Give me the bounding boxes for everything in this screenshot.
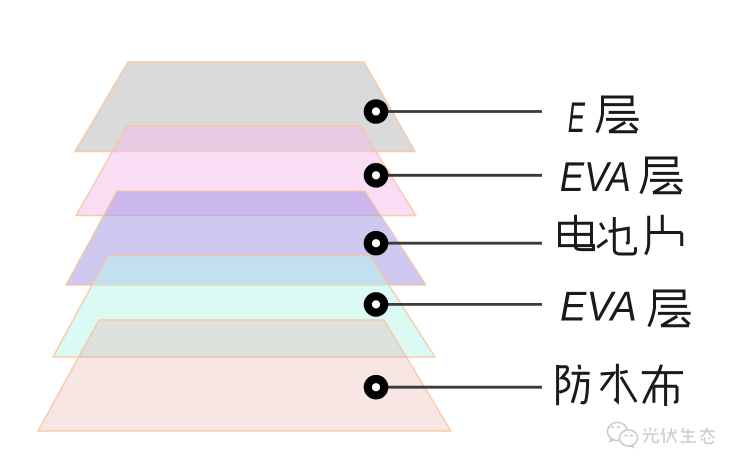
svg-text:E: E bbox=[568, 93, 585, 142]
svg-text:EVA: EVA bbox=[560, 154, 631, 201]
svg-text:EVA: EVA bbox=[560, 282, 637, 329]
